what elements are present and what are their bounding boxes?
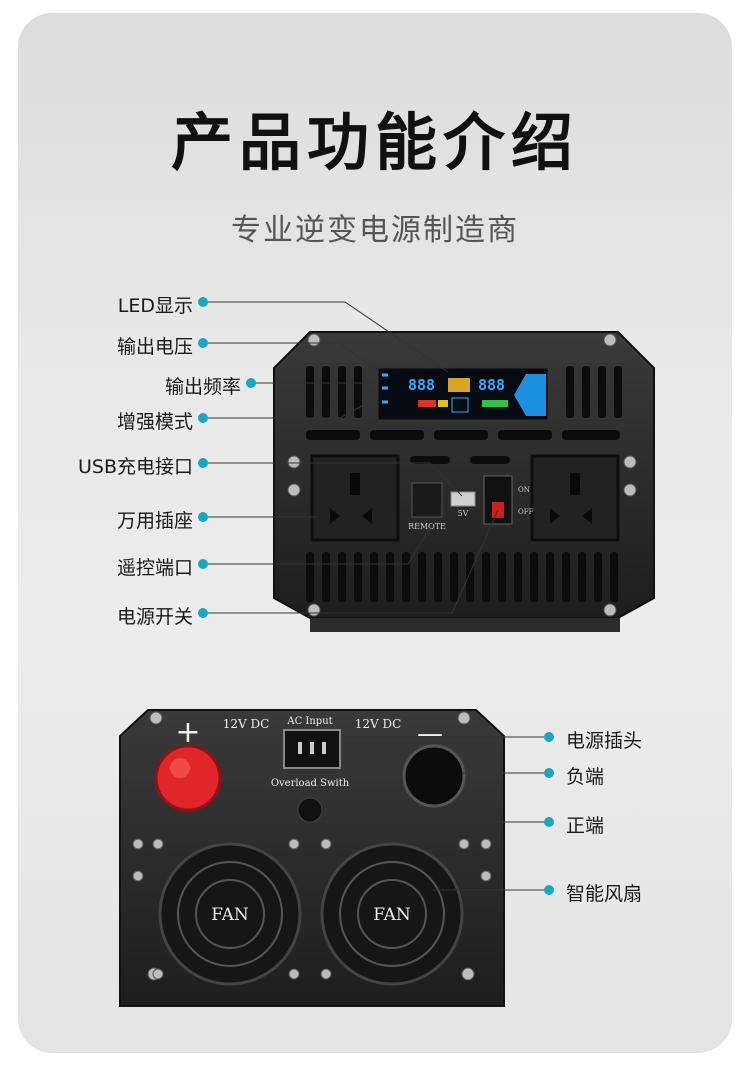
label-universal-socket: 万用插座: [116, 510, 193, 532]
label-led-display: LED显示: [117, 295, 193, 317]
label-output-voltage: 输出电压: [116, 336, 193, 358]
usb-voltage-label: 5V: [458, 509, 469, 518]
label-boost-mode: 增强模式: [116, 411, 193, 433]
negative-symbol: —: [417, 719, 443, 749]
label-power-switch: 电源开关: [116, 606, 193, 628]
svg-text:888: 888: [478, 376, 505, 394]
label-usb-port: USB充电接口: [77, 456, 193, 478]
label-dot: [198, 297, 208, 307]
svg-text:888: 888: [408, 376, 435, 394]
label-output-frequency: 输出频率: [164, 376, 241, 398]
fan-right-label: FAN: [373, 905, 411, 925]
label-dot: [198, 559, 208, 569]
page-title: 产品功能介绍: [170, 106, 579, 179]
dc-label-left: 12V DC: [223, 717, 270, 731]
label-dot: [544, 817, 554, 827]
label-dot: [198, 413, 208, 423]
label-remote-port: 遥控端口: [116, 557, 193, 579]
label-dot: [544, 885, 554, 895]
label-positive-terminal: 正端: [566, 815, 605, 837]
overload-label: Overload Swith: [271, 778, 350, 789]
switch-on-label: ON: [518, 486, 530, 494]
dc-label-right: 12V DC: [355, 717, 402, 731]
label-dot: [544, 732, 554, 742]
label-dot: [198, 338, 208, 348]
inverter-back-panel: + — 12V DC 12V DC AC Input Overload Swit…: [119, 709, 505, 1007]
positive-symbol: +: [175, 715, 200, 750]
fan-left-label: FAN: [211, 905, 249, 925]
switch-off-label: OFF: [518, 508, 534, 516]
label-dot: [198, 608, 208, 618]
inverter-front-panel: 888 888 REMOTE 5V ON OFF: [273, 331, 655, 632]
label-dot: [198, 512, 208, 522]
ac-input-label: AC Input: [286, 716, 332, 727]
page-subtitle: 专业逆变电源制造商: [231, 213, 519, 248]
label-smart-fan: 智能风扇: [566, 883, 643, 905]
remote-port-label: REMOTE: [408, 522, 446, 531]
label-power-plug: 电源插头: [566, 730, 643, 752]
label-dot: [544, 768, 554, 778]
label-dot: [198, 458, 208, 468]
label-negative-terminal: 负端: [566, 766, 605, 788]
label-dot: [246, 378, 256, 388]
